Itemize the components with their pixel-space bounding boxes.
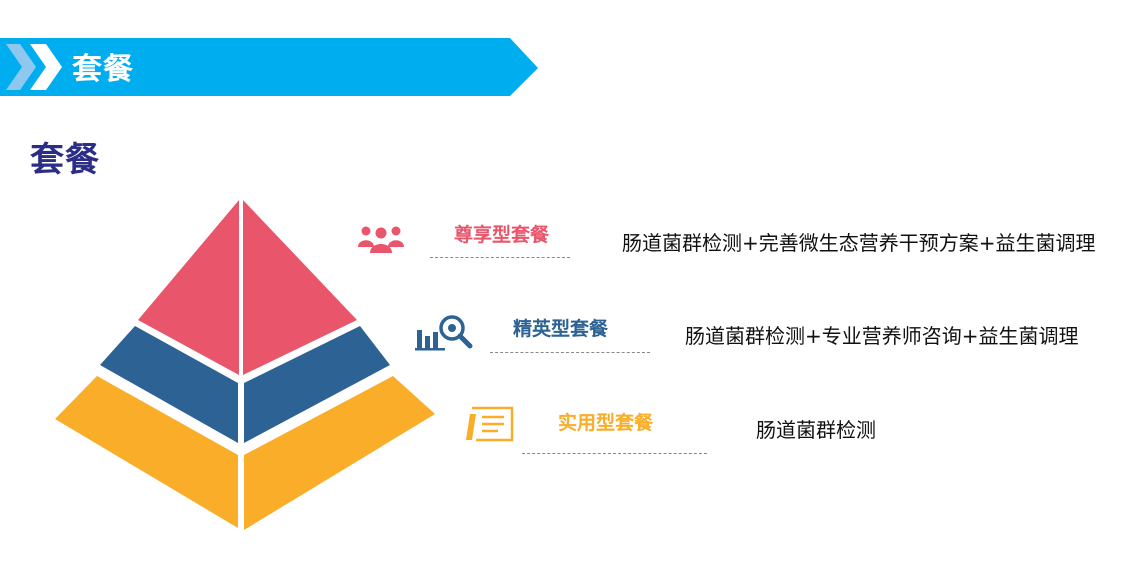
tier-name-premium: 尊享型套餐: [454, 224, 550, 246]
tier-name-elite: 精英型套餐: [513, 318, 609, 340]
people-group-icon: [358, 226, 404, 253]
page-title: 套餐: [30, 140, 100, 180]
pyramid-middle-left: [100, 326, 238, 443]
double-chevron-icon: [6, 44, 62, 90]
pyramid-top-right: [243, 200, 357, 375]
tier-divider: [522, 453, 707, 454]
document-pen-icon: [466, 406, 514, 442]
tier-description-elite: 肠道菌群检测+专业营养师咨询+益生菌调理: [685, 324, 1079, 348]
analytics-magnifier-icon: [415, 315, 473, 351]
header-banner: [0, 38, 538, 96]
tier-divider: [490, 352, 650, 353]
pyramid-graphic: [55, 200, 435, 530]
pyramid-bottom-right: [244, 376, 435, 530]
pyramid-top-left: [138, 200, 239, 375]
tier-divider: [430, 257, 570, 258]
tier-description-premium: 肠道菌群检测+完善微生态营养干预方案+益生菌调理: [622, 231, 1096, 255]
pyramid-middle-right: [244, 326, 390, 443]
tier-name-basic: 实用型套餐: [558, 412, 654, 434]
tier-description-basic: 肠道菌群检测: [756, 418, 876, 442]
banner-title: 套餐: [72, 52, 134, 87]
pyramid-bottom-left: [55, 376, 238, 528]
